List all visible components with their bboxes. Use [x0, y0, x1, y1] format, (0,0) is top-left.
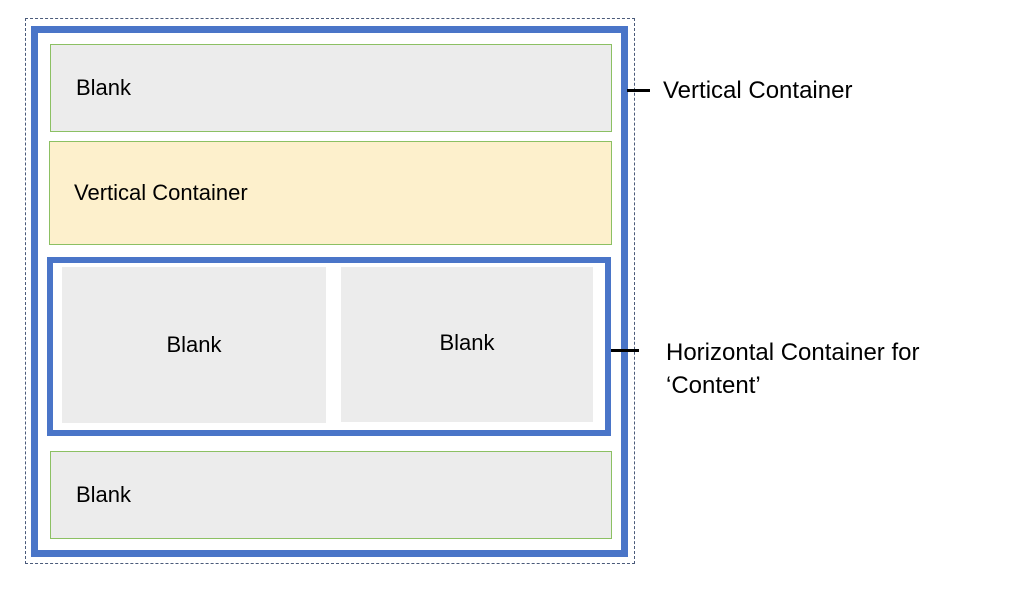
content-container-leader-line: [611, 349, 639, 352]
outer-vertical-container: [31, 26, 628, 557]
content-left-blank-label: Blank: [166, 332, 222, 357]
content-right-blank-panel: Blank: [341, 267, 593, 422]
outer-container-leader-line: [627, 89, 650, 92]
content-right-blank-label: Blank: [439, 329, 495, 355]
inner-vertical-container-label: Vertical Container: [74, 180, 248, 205]
content-container-annotation-line1: Horizontal Container for: [666, 339, 920, 366]
outer-container-annotation: Vertical Container: [663, 77, 853, 104]
footer-blank-label: Blank: [76, 482, 132, 507]
content-left-blank-panel: Blank: [62, 267, 326, 423]
content-container-annotation: Horizontal Container for ‘Content’: [666, 336, 919, 402]
footer-blank-panel: Blank: [50, 451, 612, 539]
inner-vertical-container-panel: Vertical Container: [49, 141, 612, 245]
outer-dashed-frame: [25, 18, 635, 564]
content-container-annotation-line2: ‘Content’: [666, 372, 761, 399]
header-blank-panel: Blank: [50, 44, 612, 132]
header-blank-label: Blank: [76, 75, 132, 100]
